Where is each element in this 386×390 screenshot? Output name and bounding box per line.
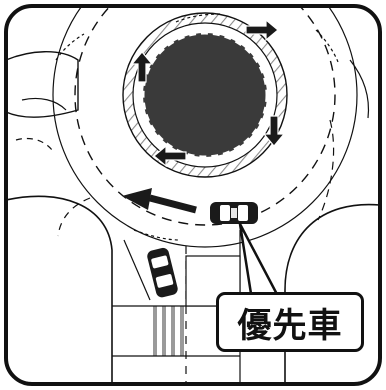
circulation-arrows xyxy=(130,18,286,168)
splitter-island-left xyxy=(21,97,67,111)
splitter-island-right xyxy=(317,119,335,221)
circulation-arrow-top xyxy=(245,18,279,42)
curb-dots xyxy=(55,13,339,241)
frame-border xyxy=(4,4,382,386)
circulation-arrow-right xyxy=(262,115,286,147)
roundabout-dashed-lane xyxy=(74,6,336,226)
circulation-arrow: →→ xyxy=(122,188,197,214)
priority-car xyxy=(210,202,258,224)
curb-top-left xyxy=(6,51,79,118)
svg-text:→→: →→ xyxy=(154,203,164,210)
entering-car xyxy=(147,247,178,298)
circulation-arrow-left xyxy=(130,51,154,83)
crosswalk xyxy=(148,306,184,356)
priority-vehicle-text: 優先車 xyxy=(237,305,343,346)
circulation-arrow-bottom xyxy=(153,144,187,168)
priority-vehicle-label: 優先車 xyxy=(216,292,364,352)
roundabout-outer-ring xyxy=(52,6,358,248)
curb-bottom-left xyxy=(6,195,113,384)
roundabout-center-island xyxy=(141,31,269,159)
